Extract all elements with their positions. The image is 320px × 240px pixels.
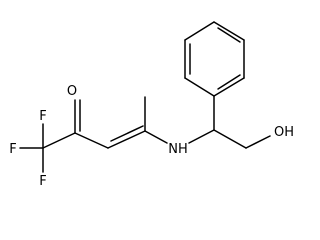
bond-nh-ch [188,129,215,144]
structure-diagram: O F F F NH OH [9,21,294,189]
atom-hydroxyl: OH [274,125,294,140]
ring-bond-1 [184,77,215,97]
atom-amine: NH [168,142,188,157]
ring-bond-4 [213,21,245,41]
atom-labels: O F F F NH OH [9,84,294,189]
atom-oxygen-carbonyl: O [67,84,77,99]
bond-carbonyl-alkene [74,132,109,149]
bond-c4-nh [144,130,168,144]
bond-ch2-oh [245,135,271,149]
ring-bond-6 [213,77,245,97]
ring-bond-3 [184,21,215,41]
atom-fluorine-left: F [9,142,16,157]
ring-double-2 [217,27,241,43]
atom-fluorine-bottom: F [39,174,46,189]
ring-double-3 [217,74,241,90]
bond-ch-ch2 [213,129,247,149]
bond-alkene-double [110,125,144,142]
atom-fluorine-top: F [39,109,46,124]
bonds [19,21,271,173]
bond-cf3-carbonyl [42,132,76,149]
bond-alkene [107,130,146,149]
